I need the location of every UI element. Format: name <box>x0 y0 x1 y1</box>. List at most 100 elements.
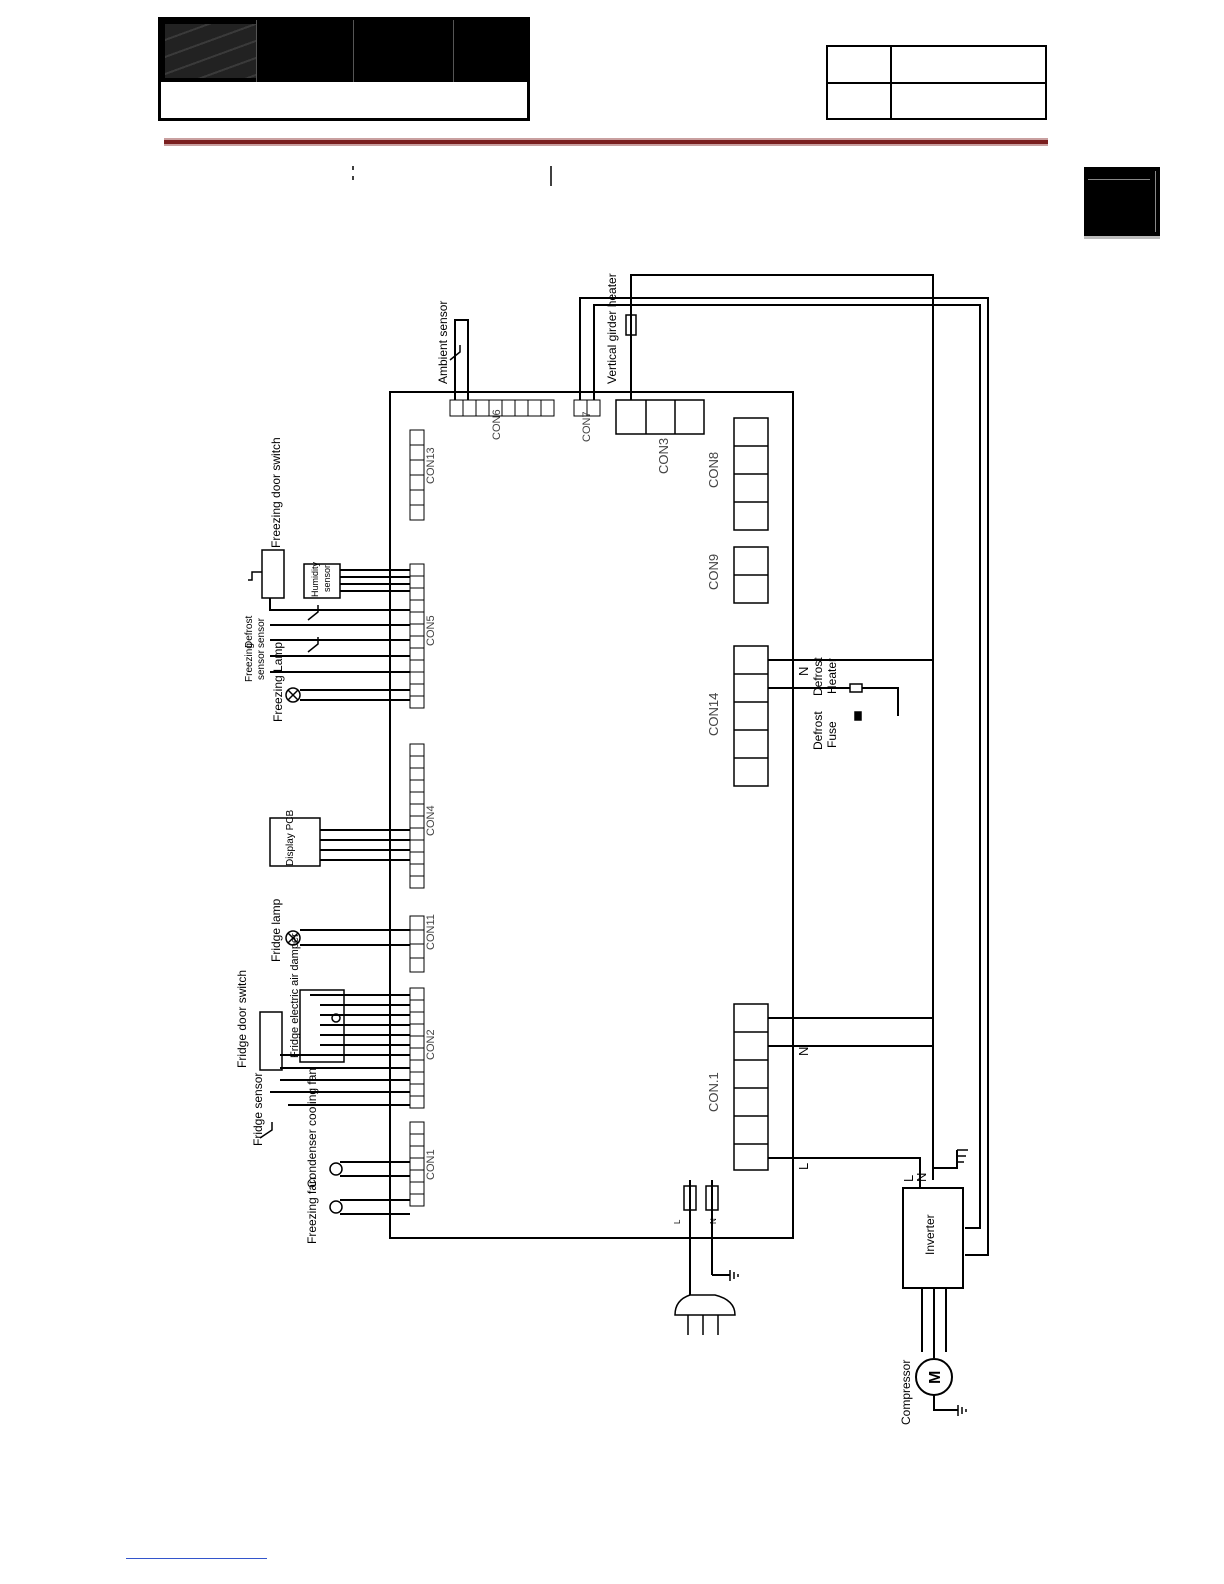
logo-separator <box>256 20 257 82</box>
neutral-label: N <box>796 667 811 676</box>
main-control-board <box>389 391 794 1239</box>
plug-line-label: L <box>673 1219 682 1224</box>
defrost-fuse-label: Defrost <box>811 711 825 750</box>
connector-label: CON8 <box>706 452 721 488</box>
connector-pin <box>409 1193 425 1207</box>
compressor-motor <box>915 1358 953 1396</box>
connector-pin <box>409 1011 425 1025</box>
freezing-lamp-icon <box>285 687 301 703</box>
ambient-sensor-label: Ambient sensor <box>436 301 450 384</box>
connector-pin <box>409 623 425 637</box>
connector-pin <box>409 863 425 877</box>
connector-pin <box>527 399 542 417</box>
connector-pin <box>462 399 477 417</box>
connector-pin <box>409 875 425 889</box>
connector-pin <box>409 915 425 931</box>
connector-label: CON9 <box>706 554 721 590</box>
mains-plug-icon <box>674 1294 736 1316</box>
connector-pin <box>409 683 425 697</box>
connector-pin <box>409 755 425 769</box>
connector-pin <box>409 587 425 601</box>
con3-block <box>615 399 705 435</box>
connector-label: CON4 <box>425 805 437 836</box>
connector-pin <box>409 1083 425 1097</box>
connector-pin <box>409 999 425 1013</box>
connector-pin <box>409 815 425 829</box>
con14-block <box>733 645 769 787</box>
connector-pin <box>409 563 425 577</box>
defrost-sensor-symbol <box>307 605 319 621</box>
connector-pin <box>409 1059 425 1073</box>
logo-separator <box>453 20 454 82</box>
connector-label: CON3 <box>656 438 671 474</box>
motor-label: M <box>927 1371 944 1384</box>
connector-pin <box>409 987 425 1001</box>
freezing-sensor-label: Freezing <box>244 643 255 682</box>
connector-pin <box>409 504 425 521</box>
connector-label: CON7 <box>581 411 593 442</box>
connector-label: CON6 <box>491 409 503 440</box>
connector-pin <box>409 695 425 709</box>
connector-pin <box>409 575 425 589</box>
connector-pin <box>449 399 464 417</box>
connector-label: CON13 <box>425 447 437 484</box>
ambient-sensor-symbol <box>449 345 461 361</box>
freezing-fan-label: Freezing fan <box>305 1177 319 1244</box>
neutral-label: N <box>914 1173 929 1182</box>
freezing-fan-icon <box>329 1200 343 1214</box>
footer-link-underline[interactable] <box>126 1558 267 1559</box>
neutral-label: N <box>796 1047 811 1056</box>
humidity-sensor-label: sensor <box>322 565 332 592</box>
connector-pin <box>409 943 425 959</box>
connector-label: CON14 <box>706 693 721 736</box>
connector-pin <box>501 399 516 417</box>
connector-pin <box>409 791 425 805</box>
freezing-door-switch-label: Freezing door switch <box>269 437 283 548</box>
plug-fuse-l <box>683 1185 697 1211</box>
defrost-heater-symbol <box>849 683 863 693</box>
girder-heater-symbol <box>625 314 637 336</box>
connector-pin <box>409 1181 425 1195</box>
line-label: L <box>796 1163 811 1170</box>
defrost-heater-label: Heater <box>825 658 839 694</box>
connector-pin <box>409 429 425 446</box>
fridge-door-switch-symbol <box>259 1011 283 1071</box>
connector-pin <box>409 1169 425 1183</box>
header-logo <box>158 17 530 121</box>
fridge-door-switch-label: Fridge door switch <box>235 970 249 1068</box>
defrost-sensor-label: sensor <box>256 617 267 648</box>
connector-pin <box>409 767 425 781</box>
connector-pin <box>409 647 425 661</box>
connector-pins <box>409 399 601 1207</box>
wiring <box>269 274 989 1411</box>
plug-fuse-n <box>705 1185 719 1211</box>
logo-separator <box>353 20 354 82</box>
header-rule <box>164 138 1048 146</box>
connector-pin <box>475 399 490 417</box>
defrost-fuse-symbol <box>854 711 862 721</box>
connector-pin <box>409 611 425 625</box>
display-pcb-box <box>269 817 321 867</box>
connector-pin <box>409 743 425 757</box>
connector-pin <box>409 599 425 613</box>
fridge-sensor-symbol <box>259 1122 273 1139</box>
plug-neutral-label: N <box>709 1218 718 1224</box>
connector-pin <box>409 474 425 491</box>
fridge-lamp-icon <box>285 930 301 946</box>
freezing-door-switch-symbol <box>261 549 285 599</box>
connector-pin <box>409 444 425 461</box>
table-divider <box>828 82 1045 84</box>
inverter-box <box>902 1187 964 1289</box>
defrost-fuse-label: Fuse <box>825 721 839 748</box>
connector-pin <box>409 929 425 945</box>
compressor-label: Compressor <box>899 1360 913 1425</box>
connector-pin <box>409 1121 425 1135</box>
connector-pin <box>409 1095 425 1109</box>
freezing-sensor-symbol <box>307 637 319 653</box>
freezing-sensor-label: sensor <box>256 649 267 680</box>
connector-pin <box>409 659 425 673</box>
condenser-fan-label: Condenser cooling fan <box>305 1068 319 1188</box>
humidity-sensor-label: Humidity <box>310 561 320 597</box>
connector-pin <box>409 839 425 853</box>
connector-pin <box>409 1071 425 1085</box>
